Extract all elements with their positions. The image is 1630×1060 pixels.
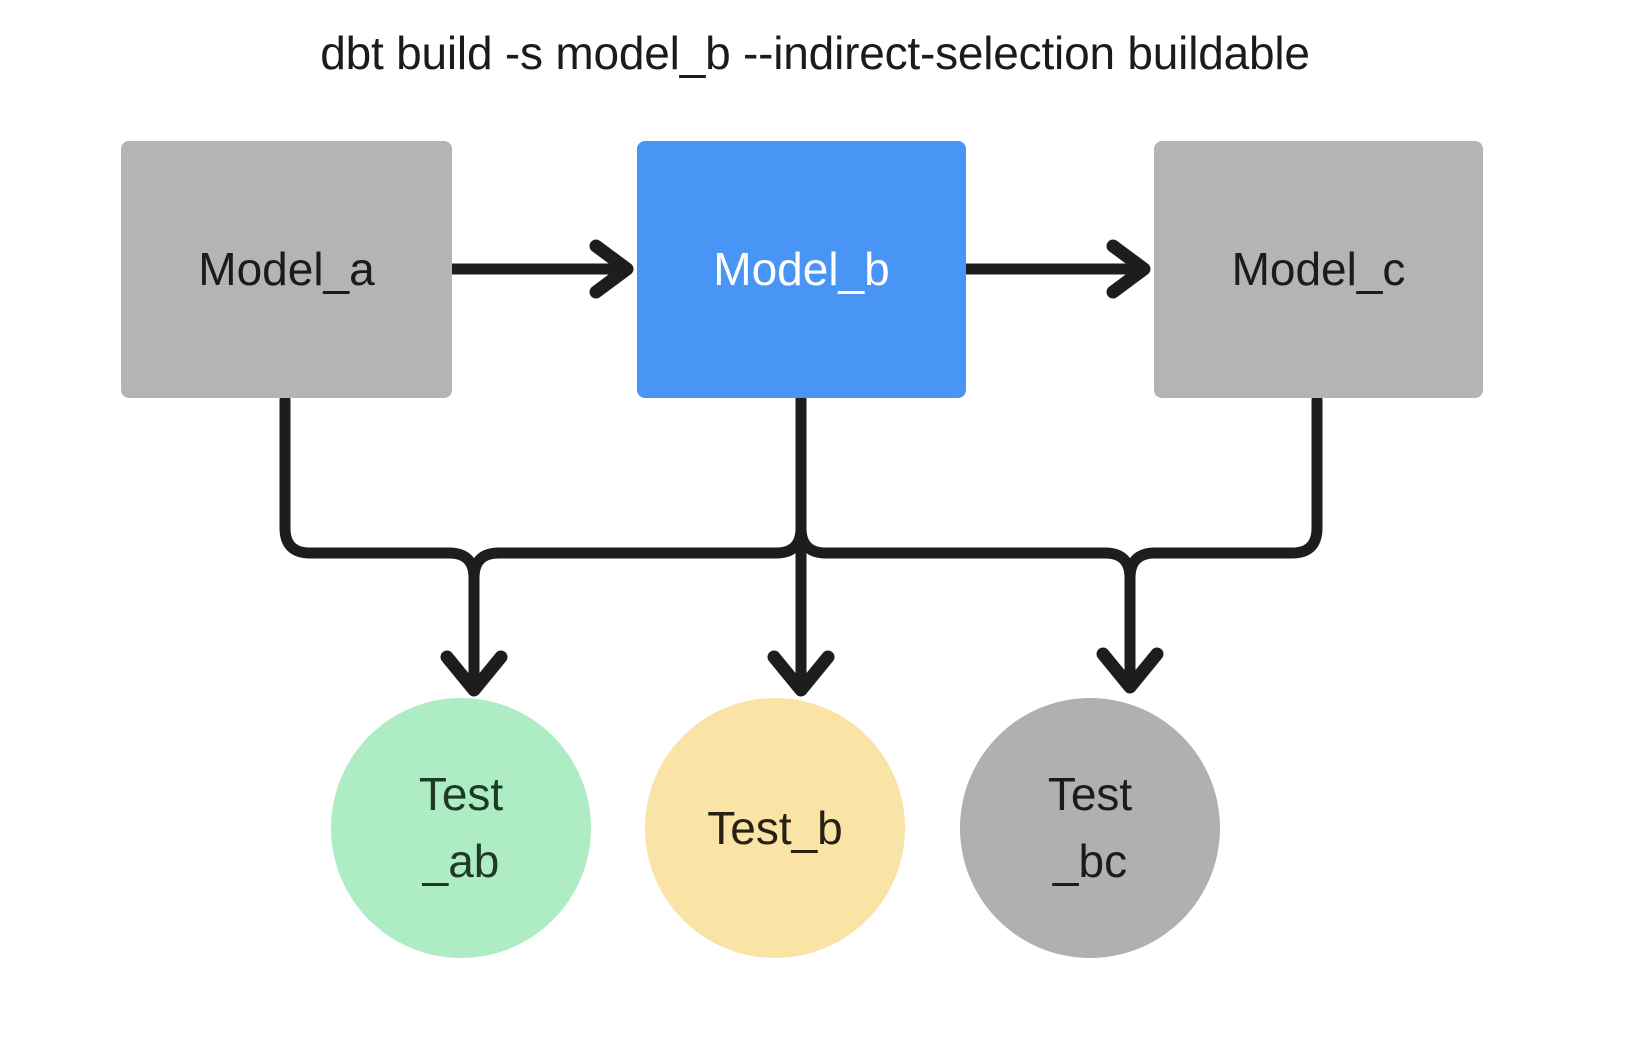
node-test-bc-label-line2: _bc [1052, 835, 1128, 887]
node-test-ab-label-line1: Test [418, 768, 504, 821]
node-model-a[interactable]: Model_a [121, 141, 452, 398]
node-model-a-label: Model_a [198, 243, 375, 296]
node-test-bc[interactable]: Test _bc [960, 698, 1220, 958]
node-test-b[interactable]: Test_b [645, 698, 905, 958]
node-model-c-label: Model_c [1231, 243, 1406, 296]
edge-model-b-to-model-c [960, 239, 1151, 299]
node-model-b[interactable]: Model_b [637, 141, 966, 398]
edge-model-a-to-test-ab [279, 394, 508, 697]
node-test-ab[interactable]: Test _ab [331, 698, 591, 958]
edge-model-a-to-model-b [446, 239, 634, 299]
edge-model-c-to-test-bc [1124, 394, 1323, 584]
node-test-bc-label-line1: Test [1047, 768, 1133, 821]
node-test-b-label-line1: Test_b [707, 801, 843, 854]
node-model-b-label: Model_b [713, 243, 890, 296]
edge-model-b-to-test-ab [468, 394, 807, 584]
diagram-title: dbt build -s model_b --indirect-selectio… [320, 27, 1310, 79]
edge-model-b-to-test-bc [795, 394, 1164, 694]
node-test-ab-label-line2: _ab [422, 835, 500, 887]
node-model-c[interactable]: Model_c [1154, 141, 1483, 398]
